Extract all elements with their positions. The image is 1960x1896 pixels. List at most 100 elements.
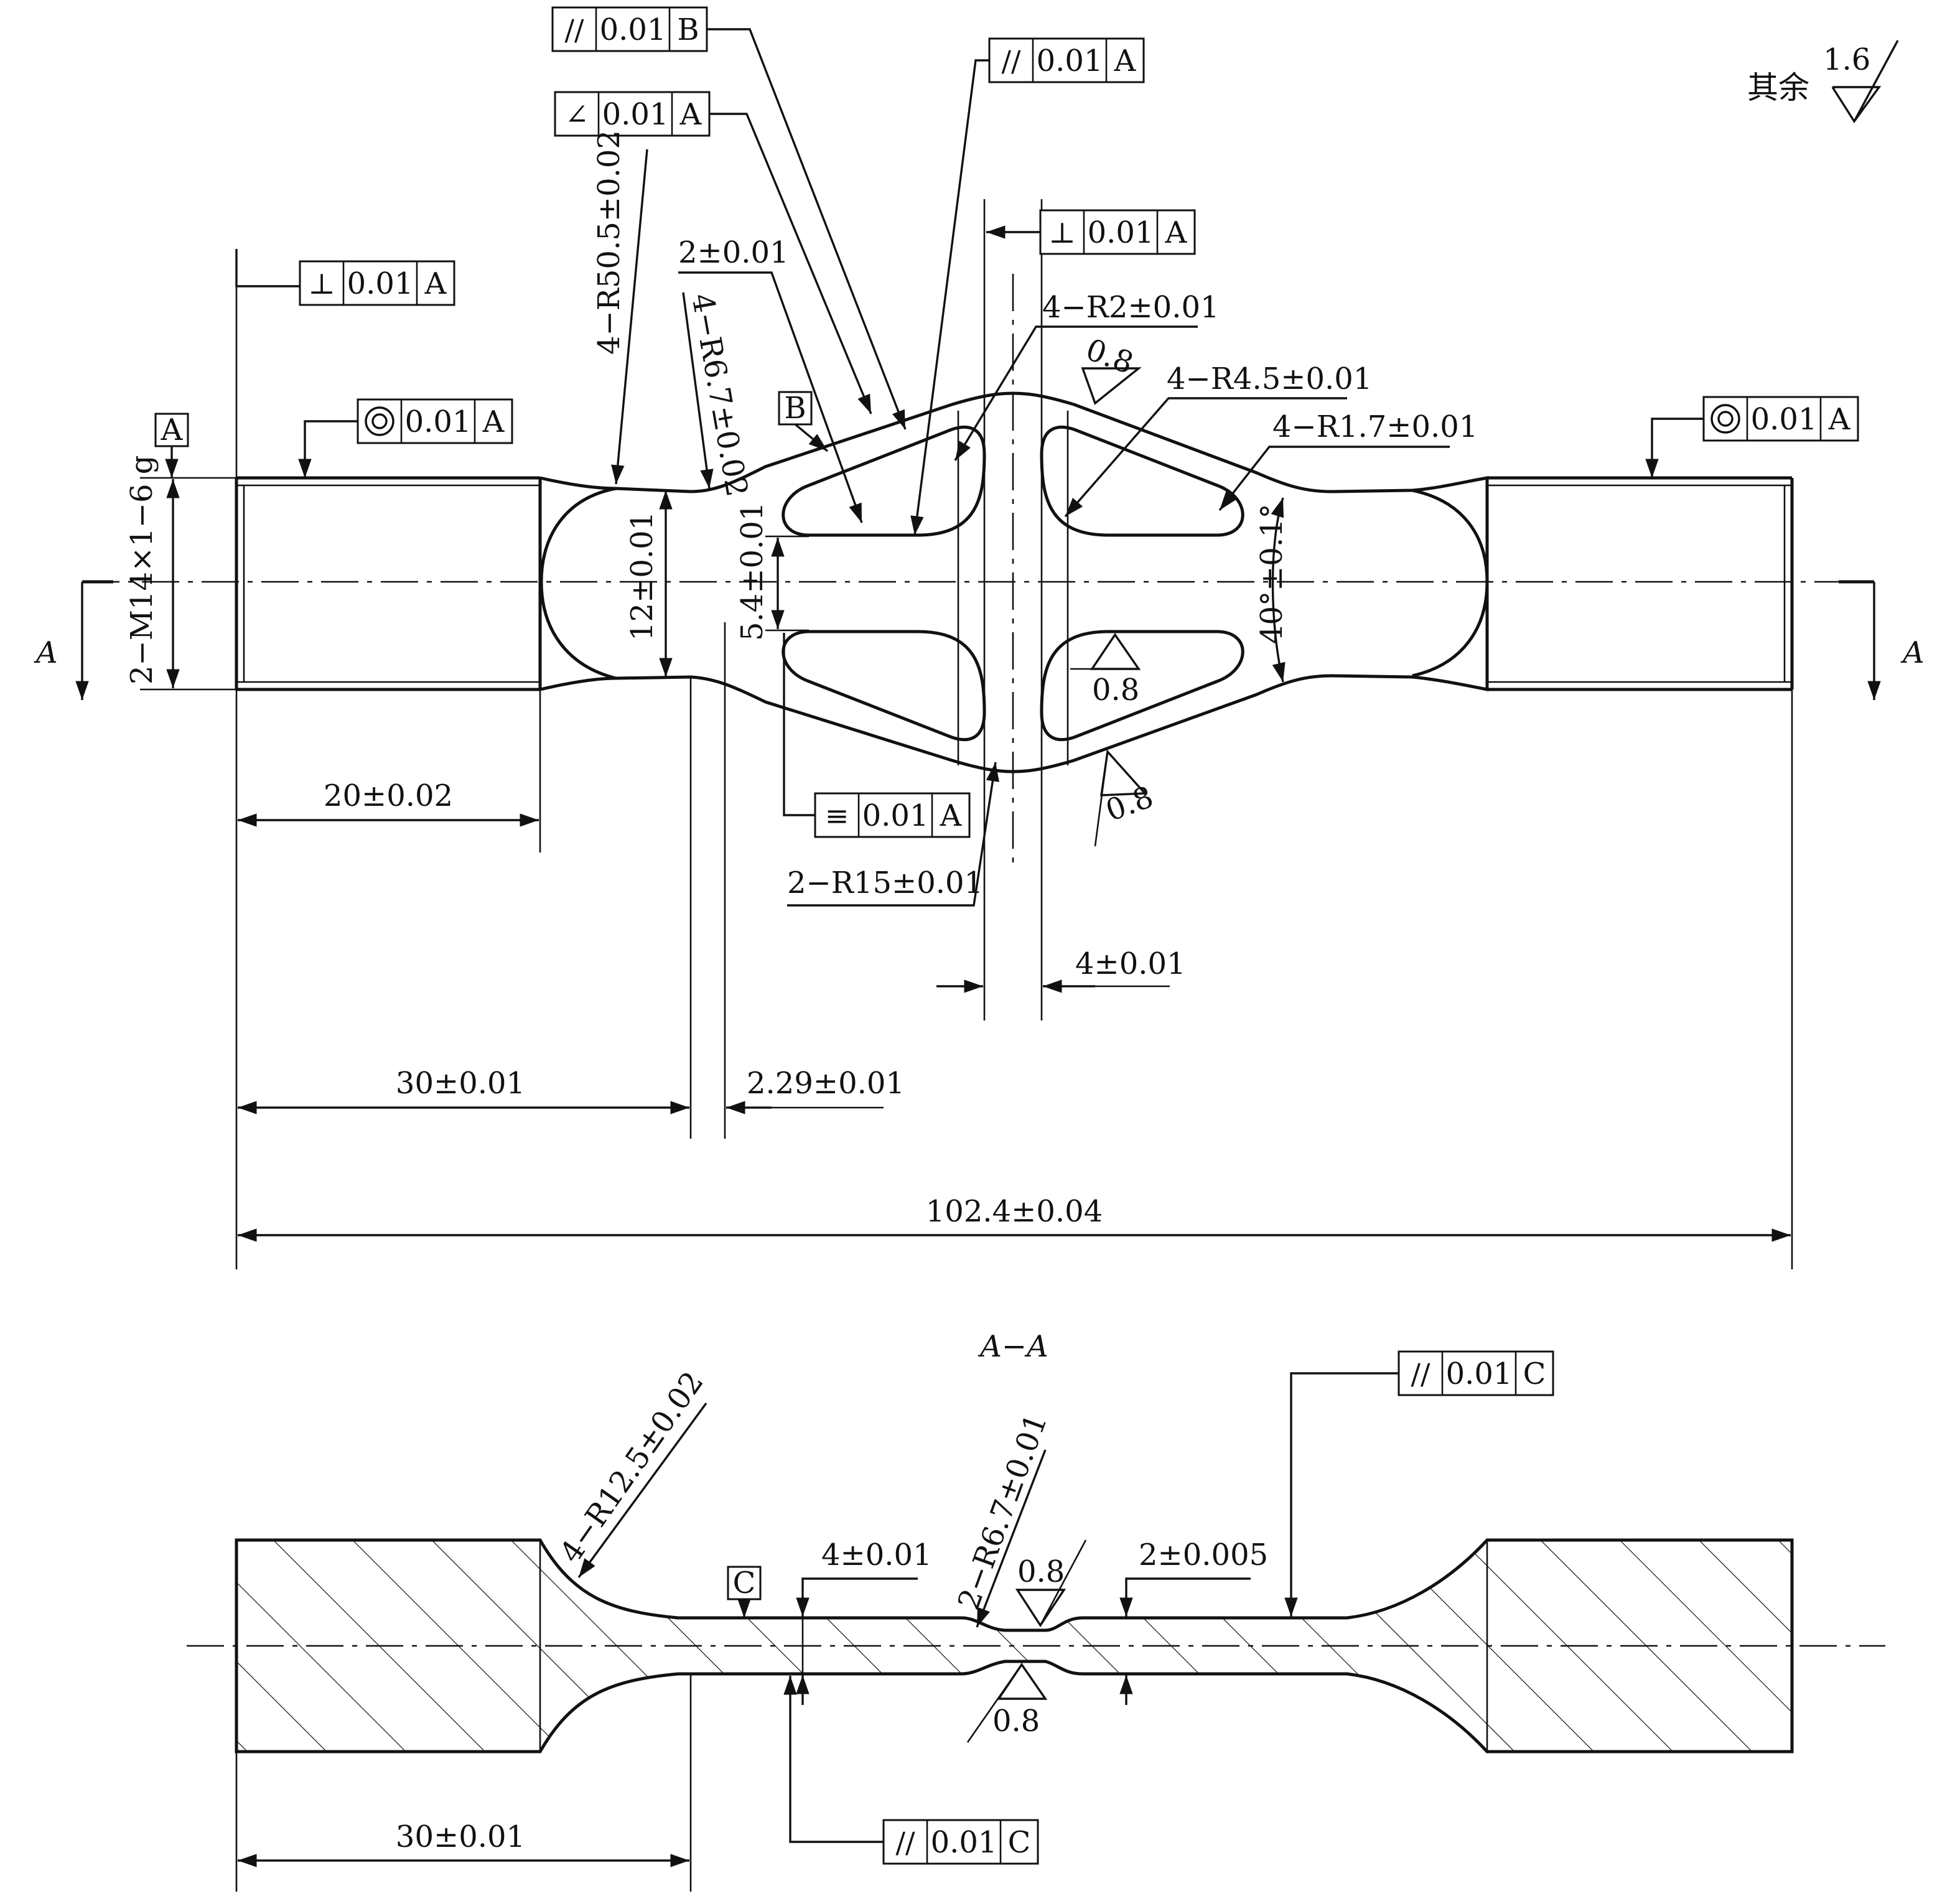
fcf-tolerance: 0.01	[931, 1825, 997, 1860]
roughness-general: 其余 1.6	[1747, 40, 1899, 124]
dim-dia12: 12±0.01	[625, 490, 673, 677]
dim-len20: 20±0.02	[238, 689, 541, 852]
window-bottom-right	[1040, 630, 1244, 742]
dim-r67-text: 4−R6.7±0.02	[684, 291, 755, 499]
dim-dia12-text: 12±0.01	[625, 511, 660, 641]
fcf-parallel-a: // 0.01 A	[910, 37, 1145, 536]
fcf-angularity-a: ∠ 0.01 A	[554, 91, 872, 414]
window-top-right	[1040, 425, 1244, 537]
dim-r125: 4−R12.5±0.02	[553, 1365, 711, 1579]
dim-r2: 4−R2±0.01	[954, 290, 1220, 461]
roughness-section-top: 0.8	[1015, 1539, 1087, 1628]
section-mark-left: A	[34, 580, 113, 700]
dim-thick2: 2±0.005	[1119, 1538, 1268, 1705]
dim-gap54-text: 5.4±0.01	[735, 502, 770, 641]
fcf-tolerance: 0.01	[1446, 1357, 1513, 1391]
roughness-bottom-value: 0.8	[1101, 780, 1158, 829]
section-mark-right: A	[1839, 580, 1925, 700]
section-view: A−A 4−R12.5±0.02 C 4±0.01 2−R6.7±0.01	[187, 1329, 1885, 1892]
symmetry-icon: ≡	[825, 799, 849, 833]
dim-thick4: 4±0.01	[796, 1538, 932, 1705]
roughness-section-bottom-value: 0.8	[992, 1704, 1040, 1739]
dim-thick2-text: 2±0.005	[1139, 1538, 1268, 1572]
section-title: A−A	[978, 1329, 1048, 1364]
fcf-concentric-left: 0.01 A	[298, 398, 513, 478]
fcf-datum: C	[1523, 1357, 1546, 1391]
fcf-tolerance: 0.01	[602, 97, 669, 132]
dim-slot: 2±0.01	[678, 235, 863, 523]
dim-r67b: 2−R6.7±0.01	[951, 1409, 1054, 1628]
dim-off229-text: 2.29±0.01	[747, 1066, 905, 1101]
dim-r125-text: 4−R12.5±0.02	[553, 1365, 711, 1569]
angularity-icon: ∠	[565, 98, 589, 131]
window-top-left	[782, 425, 986, 537]
fcf-tolerance: 0.01	[405, 404, 472, 439]
window-bottom-left	[782, 630, 986, 742]
fcf-parallel-b: // 0.01 B	[551, 6, 907, 430]
dim-thick4-text: 4±0.01	[821, 1538, 932, 1572]
section-letter-left: A	[34, 635, 58, 670]
section-outline	[235, 1538, 1794, 1754]
fcf-concentric-right: 0.01 A	[1645, 396, 1859, 478]
dim-angle40: 40°±0.1°	[1254, 497, 1289, 683]
fcf-datum: A	[1828, 402, 1851, 437]
fcf-tolerance: 0.01	[347, 266, 414, 301]
dim-len30: 30±0.01	[238, 622, 726, 1139]
dim-r50: 4−R50.5±0.02	[592, 130, 648, 485]
roughness-other-label: 其余	[1747, 70, 1809, 106]
fcf-datum: A	[424, 266, 447, 301]
parallel-icon: //	[1411, 1357, 1430, 1391]
fcf-datum: C	[1008, 1825, 1031, 1860]
datum-b-label: B	[784, 391, 806, 426]
top-view: A A A B 其余 1.6 // 0.01	[34, 6, 1925, 1269]
fcf-parallel-c-bottom: // 0.01 C	[783, 1676, 1039, 1865]
perpendicular-icon: ⊥	[308, 267, 335, 301]
fcf-perp-left: ⊥ 0.01 A	[235, 249, 455, 1269]
dim-len30b: 30±0.01	[235, 1674, 692, 1892]
parallel-icon: //	[896, 1826, 915, 1859]
fcf-symmetry: ≡ 0.01 A	[783, 633, 971, 838]
roughness-bottom: 0.8	[1094, 749, 1158, 847]
dim-r17-text: 4−R1.7±0.01	[1272, 409, 1478, 444]
dim-r50-text: 4−R50.5±0.02	[592, 130, 627, 355]
roughness-window: 0.8	[1070, 632, 1141, 707]
roughness-top-value: 0.8	[1081, 332, 1138, 381]
dim-r67: 4−R6.7±0.02	[682, 291, 755, 499]
parallel-icon: //	[565, 13, 584, 47]
roughness-window-value: 0.8	[1092, 673, 1139, 707]
datum-c: C	[727, 1566, 762, 1618]
datum-a: A	[154, 413, 189, 478]
fcf-datum: A	[482, 404, 505, 439]
fcf-datum: A	[940, 798, 963, 833]
dim-r45: 4−R4.5±0.01	[1064, 362, 1372, 518]
dim-r15: 2−R15±0.01	[787, 762, 999, 907]
dim-total: 102.4±0.04	[238, 689, 1793, 1269]
fcf-tolerance: 0.01	[862, 798, 929, 833]
fcf-parallel-c-top: // 0.01 C	[1284, 1350, 1554, 1617]
dim-thread-text: 2−M14×1−6 g	[124, 455, 159, 684]
fcf-datum: B	[677, 12, 699, 47]
dim-slot-text: 2±0.01	[678, 235, 789, 270]
fcf-tolerance: 0.01	[1037, 44, 1103, 78]
dim-len30-text: 30±0.01	[396, 1066, 525, 1101]
parallel-icon: //	[1002, 44, 1021, 78]
section-letter-right: A	[1900, 635, 1925, 670]
right-inner-arc	[1412, 488, 1489, 678]
dim-total-text: 102.4±0.04	[926, 1194, 1103, 1229]
dim-web4-text: 4±0.01	[1075, 946, 1186, 981]
datum-a-label: A	[161, 413, 184, 447]
dim-r2-text: 4−R2±0.01	[1042, 290, 1220, 325]
roughness-top: 0.8	[1081, 332, 1142, 405]
dim-gap54: 5.4±0.01	[735, 502, 809, 641]
fcf-datum: A	[679, 97, 702, 132]
dim-web4: 4±0.01	[936, 946, 1186, 993]
datum-c-label: C	[733, 1566, 756, 1600]
dim-angle40-text: 40°±0.1°	[1254, 503, 1289, 644]
roughness-section-bottom: 0.8	[966, 1662, 1048, 1743]
fcf-tolerance: 0.01	[600, 12, 666, 47]
right-thread-end	[1485, 476, 1794, 691]
dim-off229: 2.29±0.01	[726, 1066, 905, 1114]
dim-len30b-text: 30±0.01	[396, 1819, 525, 1854]
dim-r15-text: 2−R15±0.01	[787, 866, 983, 900]
